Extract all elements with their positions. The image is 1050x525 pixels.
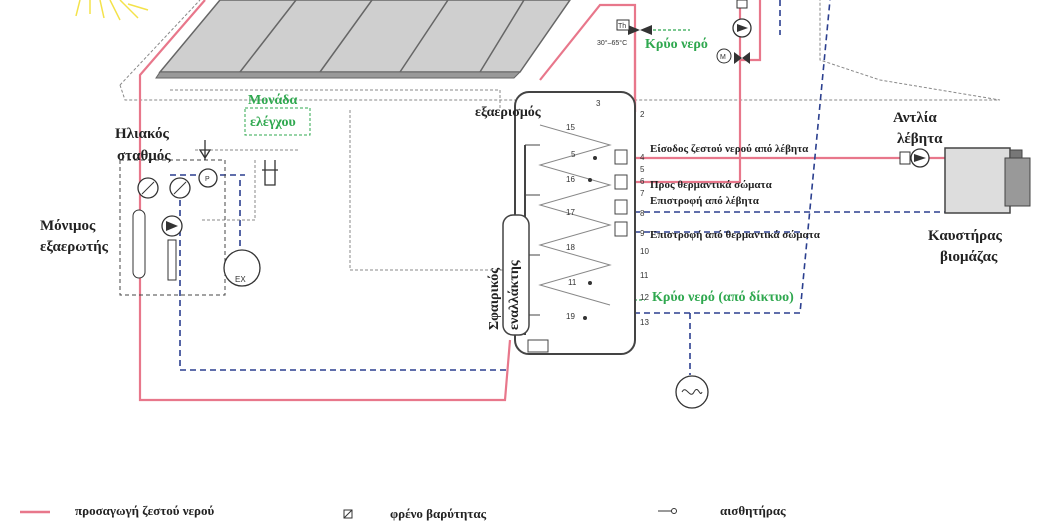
svg-text:12: 12 [640, 293, 649, 302]
svg-text:16: 16 [566, 175, 575, 184]
svg-text:εξαερωτής: εξαερωτής [40, 239, 109, 255]
roof-outline [119, 0, 1001, 101]
svg-text:15: 15 [566, 123, 575, 132]
svg-text:Κρύο νερό: Κρύο νερό [645, 37, 708, 52]
cold-pipe-solar-return [179, 190, 510, 371]
svg-text:φρένο βαρύτητας: φρένο βαρύτητας [390, 506, 487, 521]
svg-text:Κρύο νερό (από δίκτυο): Κρύο νερό (από δίκτυο) [652, 290, 794, 305]
gravity-brake-icon [899, 151, 911, 165]
control-unit-box [244, 107, 311, 136]
water-meter-icon [675, 375, 709, 409]
svg-text:17: 17 [566, 208, 575, 217]
svg-text:30°–65°C: 30°–65°C [597, 39, 627, 47]
svg-text:εξαερισμός: εξαερισμός [475, 105, 542, 120]
svg-text:Th: Th [618, 23, 626, 30]
svg-text:σταθμός: σταθμός [117, 148, 171, 164]
sensor-icon [593, 156, 597, 160]
svg-text:3: 3 [596, 99, 601, 108]
svg-text:13: 13 [640, 318, 649, 327]
svg-text:λέβητα: λέβητα [897, 131, 943, 147]
hot-pipe-solar [138, 0, 512, 402]
spherical-exchanger [502, 214, 530, 336]
svg-text:εναλλάκτης: εναλλάκτης [507, 259, 522, 330]
sensor-icon [588, 178, 592, 182]
thermostat-icon [616, 19, 630, 31]
svg-text:M: M [720, 54, 726, 61]
svg-text:11: 11 [568, 278, 577, 287]
svg-text:8: 8 [640, 209, 645, 218]
svg-text:Αντλία: Αντλία [893, 110, 937, 126]
mixing-valve-icon [628, 25, 640, 35]
svg-text:2: 2 [640, 110, 645, 119]
expansion-vessel-icon [223, 249, 261, 287]
svg-text:Σφαιρικός: Σφαιρικός [487, 267, 502, 330]
svg-text:βιομάζας: βιομάζας [940, 249, 998, 265]
svg-text:Μονάδα: Μονάδα [248, 93, 298, 108]
svg-text:P: P [205, 176, 210, 183]
svg-text:Επιστροφή από λέβητα: Επιστροφή από λέβητα [650, 195, 760, 207]
svg-text:αισθητήρας: αισθητήρας [720, 503, 786, 518]
svg-text:18: 18 [566, 243, 575, 252]
svg-text:Προς θερμαντικά σώματα: Προς θερμαντικά σώματα [650, 179, 773, 191]
drain-funnel-icon [262, 160, 278, 186]
storage-tank [514, 91, 636, 355]
svg-text:9: 9 [640, 229, 645, 238]
solar-station-box [119, 159, 226, 296]
safety-valve-icon [198, 140, 212, 160]
svg-text:προσαγωγή ζεστού νερού: προσαγωγή ζεστού νερού [75, 503, 215, 518]
svg-text:Επιστροφή από θερμαντικά σώματ: Επιστροφή από θερμαντικά σώματα [650, 229, 821, 241]
flow-meter-icon [167, 239, 177, 281]
svg-text:Είσοδος ζεστού νερού από λέβητ: Είσοδος ζεστού νερού από λέβητα [650, 143, 809, 155]
svg-text:10: 10 [640, 247, 649, 256]
svg-text:19: 19 [566, 312, 575, 321]
svg-text:EX: EX [235, 275, 246, 284]
solar-collector [155, 0, 571, 79]
svg-text:ελέγχου: ελέγχου [250, 115, 296, 130]
pressure-gauge-icon [198, 168, 218, 188]
motor-valve-icon [716, 48, 732, 64]
svg-text:Ηλιακός: Ηλιακός [115, 126, 169, 142]
svg-text:6: 6 [640, 177, 645, 186]
svg-text:7: 7 [640, 189, 645, 198]
sun-icon [75, 0, 149, 21]
sensor-icon [588, 281, 592, 285]
biomass-boiler-icon [944, 147, 1031, 214]
permanent-vent-icon [132, 209, 146, 279]
svg-text:5: 5 [571, 150, 576, 159]
svg-text:Καυστήρας: Καυστήρας [928, 228, 1003, 244]
svg-text:Μόνιμος: Μόνιμος [40, 218, 96, 234]
svg-text:11: 11 [640, 271, 649, 280]
sensor-icon [583, 316, 587, 320]
svg-text:4: 4 [640, 153, 645, 162]
svg-text:5: 5 [640, 165, 645, 174]
